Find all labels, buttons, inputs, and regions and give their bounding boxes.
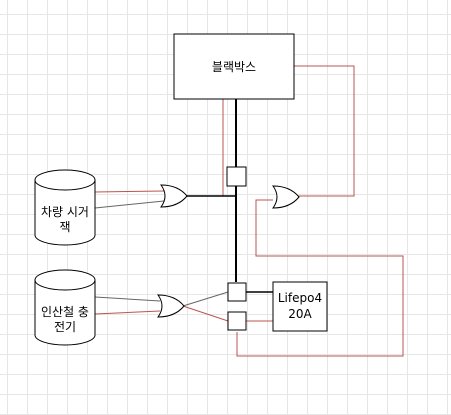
vehicle-charger-label-line2: 잭 [59, 220, 70, 234]
battery-node[interactable]: Lifepo4 20A [272, 281, 328, 332]
alternator-charger-label-line1: 인산철 충 [41, 305, 89, 319]
alternator-charger-label-line2: 전기 [54, 320, 76, 334]
red-wire-or-to-lower-connector [182, 305, 229, 322]
battery-label-line2: 20A [288, 307, 312, 321]
gray-wire-alt-top [94, 296, 161, 302]
or-gate-upper-right[interactable] [272, 185, 300, 209]
blackbox-label: 블랙박스 [212, 60, 256, 74]
connector-battery-top[interactable] [227, 282, 247, 302]
blackbox-node[interactable]: 블랙박스 [173, 33, 295, 100]
connector-battery-bottom[interactable] [227, 311, 247, 331]
red-wire-blackbox-right [294, 65, 355, 197]
vehicle-charger-label-line1: 차량 시거 [41, 205, 89, 219]
red-wire-loop [236, 199, 404, 357]
red-wire-blackbox-left [183, 99, 224, 197]
vehicle-charger-node[interactable]: 차량 시거 잭 [34, 169, 96, 246]
wires [94, 65, 404, 357]
red-wire-alt-bottom [94, 310, 161, 315]
gray-wire-vehicle-bottom [94, 200, 165, 209]
red-wire-vehicle-top [94, 190, 165, 193]
or-gate-upper-left[interactable] [160, 184, 188, 208]
or-gate-lower[interactable] [157, 294, 185, 318]
connector-bus[interactable] [226, 166, 247, 187]
alternator-charger-node[interactable]: 인산철 충 전기 [34, 269, 96, 346]
gray-wire-or-to-upper-connector [182, 291, 229, 307]
battery-label-line1: Lifepo4 [278, 291, 322, 305]
